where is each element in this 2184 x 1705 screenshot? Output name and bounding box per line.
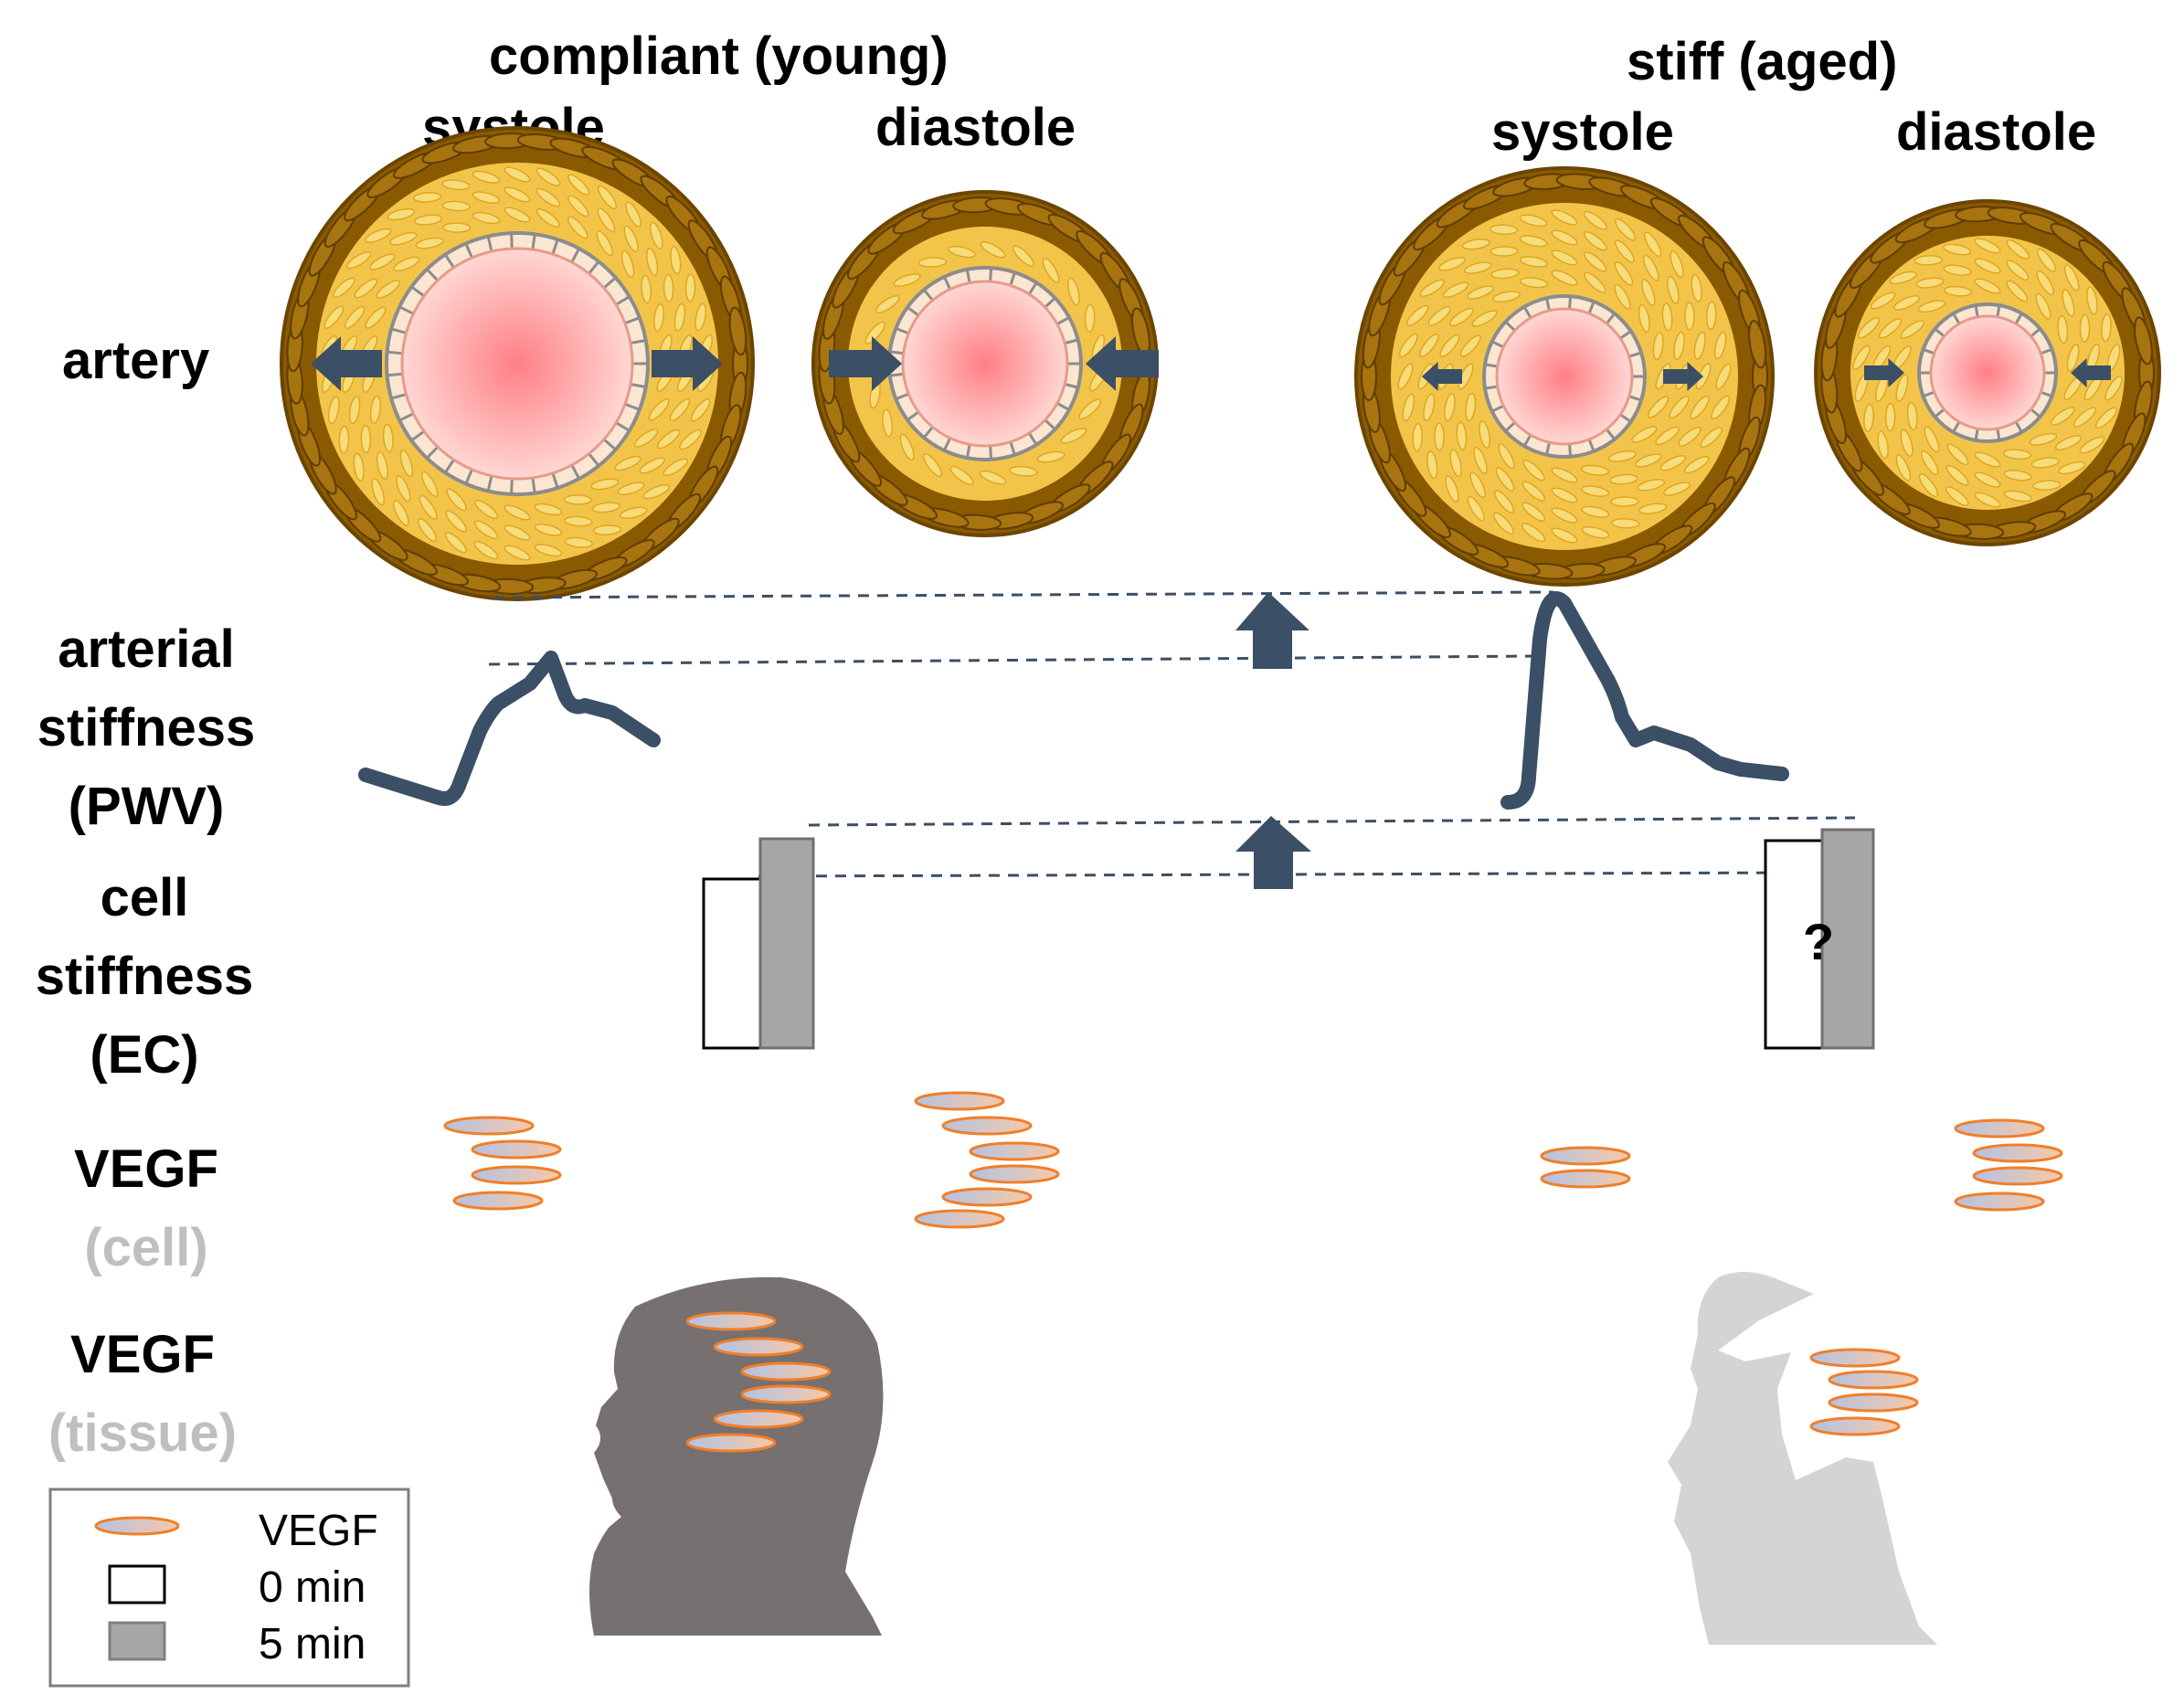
vegf-molecule: [1809, 1416, 1901, 1436]
vegf-molecule: [1809, 1348, 1901, 1368]
vegf-molecule: [740, 1384, 832, 1404]
vegf-cell-line-1: VEGF: [74, 1139, 218, 1199]
bar-young-0min: [702, 877, 762, 1050]
aged-group-title: stiff (aged): [1627, 32, 1898, 91]
vegf-molecule: [471, 1165, 562, 1185]
bar-aged-0min: [1764, 839, 1824, 1050]
vegf-tissue-young: [685, 1311, 832, 1453]
vegf-molecule: [1540, 1169, 1631, 1189]
vegf-cell-line-2: (cell): [84, 1218, 208, 1277]
cell-stiffness-line-2: stiffness: [35, 947, 254, 1006]
pulse-wave-aged: [1500, 591, 1789, 810]
bar-aged-5min: [1820, 828, 1875, 1050]
artery-young-systole-arrow-1: [311, 336, 382, 391]
young-diastole-label: diastole: [875, 98, 1076, 157]
vegf-cell-young-diastole: [914, 1091, 1060, 1229]
vegf-molecule: [1972, 1166, 2063, 1186]
cell-stiffness-line-3: (EC): [90, 1025, 199, 1085]
artery-aged-systole: [1354, 166, 1775, 587]
row-label-vegf-tissue: VEGF (tissue): [0, 1316, 285, 1473]
artery-young-diastole-arrow-1: [829, 336, 902, 391]
row-label-cell-stiffness: cell stiffness (EC): [0, 859, 289, 1095]
guide-line-pwv-high: [493, 590, 1554, 599]
artery-aged-diastole-lumen: [1929, 314, 2046, 431]
vegf-cell-aged-systole: [1540, 1146, 1631, 1189]
legend-vegf-swatch: [94, 1516, 180, 1536]
vegf-molecule: [914, 1209, 1005, 1229]
head-aged: [1668, 1271, 1937, 1645]
vegf-molecule: [914, 1091, 1005, 1111]
vegf-molecule: [443, 1116, 535, 1136]
vegf-molecule: [941, 1116, 1033, 1136]
vegf-molecule: [713, 1409, 804, 1429]
row-label-artery: artery: [62, 331, 210, 390]
guide-line-ec-high: [808, 816, 1856, 827]
vegf-molecule: [1954, 1118, 2045, 1138]
vegf-molecule: [1828, 1370, 1919, 1390]
artery-aged-systole-lumen: [1495, 307, 1634, 446]
vegf-cell-aged-diastole: [1954, 1118, 2063, 1212]
vegf-molecule: [471, 1139, 562, 1160]
vegf-cell-young-systole: [443, 1116, 562, 1211]
vegf-tissue-line-1: VEGF: [70, 1325, 215, 1384]
aged-systole-label: systole: [1491, 102, 1674, 162]
artery-aged-diastole: [1814, 199, 2161, 546]
vegf-molecule: [941, 1187, 1033, 1207]
young-group-title: compliant (young): [489, 26, 949, 86]
legend-0min-label: 0 min: [259, 1563, 366, 1612]
arterial-stiffness-line-2: stiffness: [37, 698, 256, 757]
cell-stiffness-line-1: cell: [100, 868, 189, 927]
vegf-tissue-aged: [1809, 1348, 1919, 1436]
legend-0min-swatch: [108, 1564, 166, 1604]
vegf-molecule: [685, 1311, 777, 1331]
aged-diastole-label: diastole: [1896, 102, 2097, 162]
legend-5min-swatch: [108, 1621, 166, 1661]
legend-vegf-label: VEGF: [259, 1507, 378, 1555]
arterial-stiffness-line-1: arterial: [58, 620, 235, 679]
artery-aged-systole-arrow-2: [1663, 362, 1703, 391]
artery-young-diastole-arrow-2: [1086, 336, 1159, 391]
legend-5min-label: 5 min: [259, 1620, 366, 1668]
artery-young-systole-lumen: [400, 247, 634, 481]
bar-young-5min: [758, 837, 815, 1050]
pulse-wave-young: [358, 651, 661, 807]
up-arrow-pwv: [1235, 592, 1309, 669]
vegf-molecule: [713, 1337, 804, 1357]
artery-young-systole-arrow-2: [652, 336, 723, 391]
vegf-tissue-line-2: (tissue): [48, 1403, 238, 1463]
vegf-molecule: [685, 1433, 777, 1453]
arterial-stiffness-line-3: (PWV): [68, 777, 225, 836]
vegf-molecule: [969, 1141, 1060, 1161]
vegf-molecule: [1972, 1143, 2063, 1163]
vegf-molecule: [1954, 1191, 2045, 1212]
artery-young-systole: [280, 126, 755, 601]
vegf-molecule: [969, 1164, 1060, 1184]
artery-aged-systole-arrow-1: [1422, 362, 1462, 391]
head-young: [589, 1276, 884, 1636]
guide-line-pwv-low: [488, 654, 1536, 666]
vegf-molecule: [452, 1191, 544, 1211]
unknown-mark: ?: [1803, 913, 1834, 970]
artery-aged-diastole-arrow-2: [2071, 358, 2111, 387]
row-label-vegf-cell: VEGF (cell): [0, 1130, 292, 1287]
row-label-arterial-stiffness: arterial stiffness (PWV): [0, 610, 292, 846]
vegf-molecule: [1540, 1146, 1631, 1166]
artery-young-diastole-lumen: [901, 280, 1069, 448]
artery-young-diastole: [811, 190, 1159, 537]
up-arrow-ec: [1235, 816, 1311, 889]
artery-aged-diastole-arrow-1: [1864, 358, 1904, 387]
vegf-molecule: [1828, 1393, 1919, 1413]
vegf-molecule: [740, 1361, 832, 1382]
